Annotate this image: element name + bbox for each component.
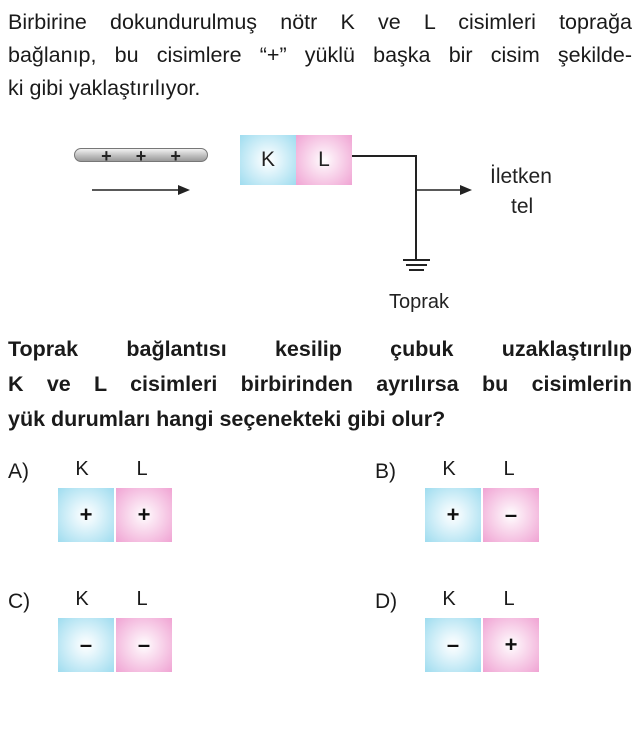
option-a-k-body: +: [58, 488, 114, 542]
conducting-wire: [352, 155, 417, 260]
option-c-k-body: –: [58, 618, 114, 672]
option-a-k-sign: +: [79, 502, 93, 527]
option-d-k-sign: –: [446, 632, 460, 657]
ground-label: Toprak: [389, 291, 450, 313]
question-line-3: yük durumları hangi seçenekteki gibi olu…: [8, 407, 446, 431]
option-d[interactable]: D) K L – +: [375, 588, 615, 730]
option-c-k-sign: –: [79, 632, 93, 657]
motion-arrow-head: [178, 185, 190, 195]
option-d-l-sign: +: [504, 632, 518, 657]
wire-label-1: İletken: [490, 165, 552, 188]
option-a[interactable]: A) K L + +: [8, 458, 248, 600]
intro-line-2: bağlanıp, bu cisimlere “+” yüklü başka b…: [8, 43, 632, 67]
option-a-l-label: L: [136, 458, 148, 480]
option-b-k-body: +: [425, 488, 481, 542]
option-a-letter: A): [8, 460, 29, 483]
option-c-l-sign: –: [137, 632, 151, 657]
option-b-k-label: K: [442, 458, 456, 480]
rod-charge-1: +: [101, 146, 112, 166]
wire-arrow-head: [460, 185, 472, 195]
rod-charge-2: +: [135, 146, 147, 166]
option-c-letter: C): [8, 590, 31, 613]
option-a-k-label: K: [75, 458, 89, 480]
option-b-k-sign: +: [446, 502, 460, 527]
option-c-l-body: –: [116, 618, 172, 672]
option-d-k-body: –: [425, 618, 481, 672]
option-b-l-sign: –: [504, 502, 518, 527]
charged-rod: + + +: [74, 146, 208, 166]
option-d-letter: D): [375, 590, 398, 613]
option-a-l-body: +: [116, 488, 172, 542]
setup-figure: + + + K L İletken tel Toprak: [0, 135, 640, 320]
question-line-1: Toprak bağlantısı kesilip çubuk uzaklaşt…: [8, 337, 632, 361]
intro-line-3: ki gibi yaklaştırılıyor.: [8, 76, 201, 100]
option-b[interactable]: B) K L + –: [375, 458, 615, 600]
rod-charge-3: +: [170, 146, 181, 166]
question-text: Toprak bağlantısı kesilip çubuk uzaklaşt…: [8, 332, 632, 437]
option-b-l-label: L: [503, 458, 515, 480]
option-c-k-label: K: [75, 588, 89, 610]
intro-line-1: Birbirine dokundurulmuş nötr K ve L cisi…: [8, 10, 632, 34]
intro-text: Birbirine dokundurulmuş nötr K ve L cisi…: [8, 6, 632, 105]
body-k-label: K: [260, 148, 275, 171]
option-d-l-label: L: [503, 588, 515, 610]
question-line-2: K ve L cisimleri birbirinden ayrılırsa b…: [8, 372, 632, 396]
option-b-l-body: –: [483, 488, 539, 542]
body-l: L: [296, 135, 352, 185]
option-d-l-body: +: [483, 618, 539, 672]
option-c[interactable]: C) K L – –: [8, 588, 248, 730]
body-l-label: L: [318, 148, 330, 171]
figure-lines: [92, 155, 472, 271]
wire-label-2: tel: [511, 195, 534, 218]
body-k: K: [240, 135, 296, 185]
option-c-l-label: L: [136, 588, 148, 610]
option-a-l-sign: +: [137, 502, 151, 527]
option-b-letter: B): [375, 460, 396, 483]
option-d-k-label: K: [442, 588, 456, 610]
